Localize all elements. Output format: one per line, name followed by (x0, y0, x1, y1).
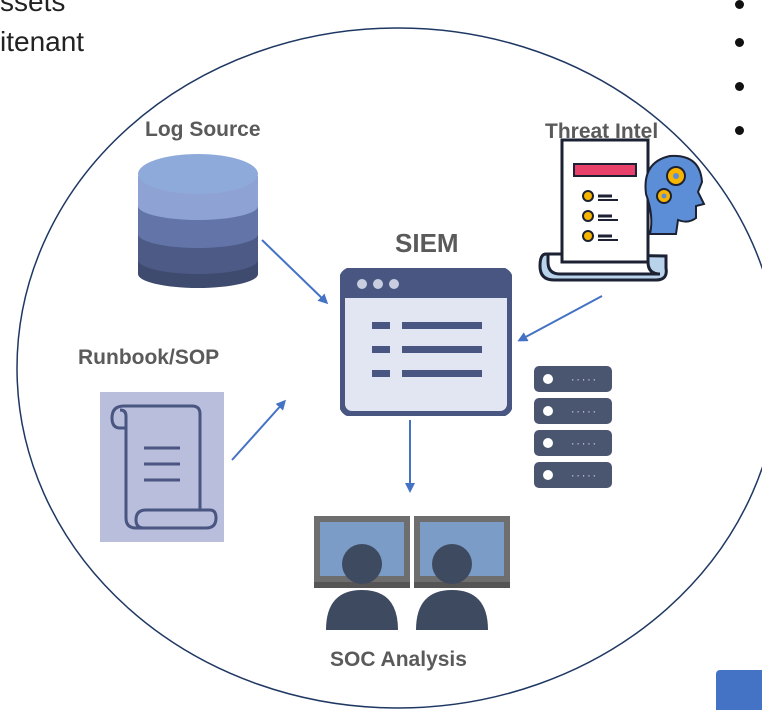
threat-intel-document-icon (538, 138, 706, 282)
soc-analysis-label: SOC Analysis (330, 648, 467, 671)
runbook-scroll-icon (100, 392, 224, 542)
bullet-1 (735, 0, 744, 9)
accent-block (716, 670, 762, 710)
runbook-label: Runbook/SOP (78, 346, 220, 369)
siem-label: SIEM (395, 228, 459, 258)
arrow-runbook-to-siem (231, 399, 287, 461)
svg-text:·····: ····· (570, 408, 597, 418)
arrow-log-to-siem (261, 239, 329, 305)
cut-text-line2: itenant (0, 26, 85, 57)
bullet-3 (735, 82, 744, 91)
arrow-threat-to-siem (517, 295, 603, 342)
svg-text:·····: ····· (570, 376, 597, 386)
soc-analyst-monitors-icon (314, 516, 510, 630)
svg-text:·····: ····· (570, 472, 597, 482)
threat-intel-label: Threat Intel (545, 120, 659, 143)
bullet-4 (735, 126, 744, 135)
log-source-label: Log Source (145, 118, 261, 141)
svg-text:·····: ····· (570, 440, 597, 450)
bullet-2 (735, 38, 744, 47)
database-icon (138, 154, 258, 288)
server-rack-icon: ····· ····· ····· ····· (534, 366, 612, 488)
cut-text-line1: ssets (0, 0, 66, 17)
siem-window-icon (340, 268, 512, 416)
